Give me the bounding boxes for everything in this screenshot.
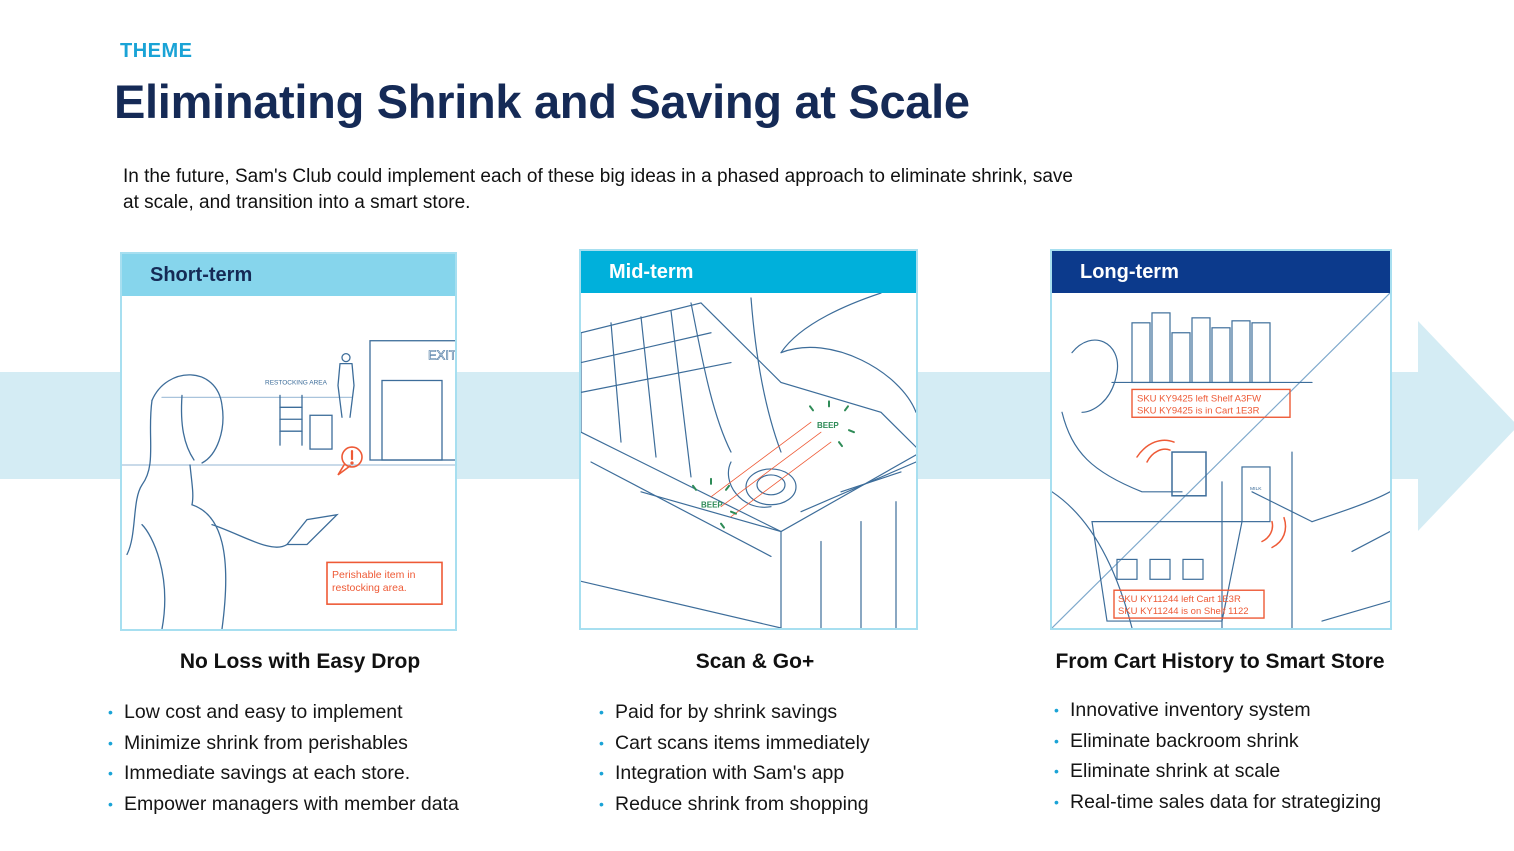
short-term-illustration: EXIT RESTOCKING AREA Perishable item in … [122, 296, 455, 629]
list-item: •Integration with Sam's app [599, 758, 870, 789]
sku-tag-top [1131, 388, 1291, 418]
shopping-cart-sketch [581, 302, 916, 628]
mid-term-title: Scan & Go+ [695, 650, 815, 673]
store-backdrop-sketch [122, 340, 455, 466]
bullet-dot-icon: • [108, 704, 113, 720]
bullet-dot-icon: • [108, 795, 113, 812]
bullet-dot-icon: • [1054, 702, 1059, 718]
list-item: •Empower managers with member data [108, 789, 459, 820]
short-term-panel: Short-term EXIT RESTOCKING AREA [120, 252, 457, 631]
bullet-dot-icon: • [108, 765, 113, 781]
long-term-panel: Long-term [1050, 249, 1392, 630]
sku-tag-bottom [1113, 589, 1265, 619]
mid-term-panel: Mid-term [579, 249, 918, 630]
bullet-dot-icon: • [599, 765, 604, 781]
store-aisle-sketch [1221, 451, 1390, 628]
long-term-header: Long-term [1052, 251, 1390, 293]
short-term-header: Short-term [122, 254, 455, 296]
exclamation-bubble-icon [337, 446, 363, 476]
list-item: •Immediate savings at each store. [108, 758, 459, 789]
short-term-bullets: •Low cost and easy to implement •Minimiz… [108, 697, 459, 819]
short-term-title: No Loss with Easy Drop [179, 650, 421, 673]
list-item: •Innovative inventory system [1054, 695, 1381, 726]
list-item: •Reduce shrink from shopping [599, 789, 870, 820]
bullet-dot-icon: • [1054, 732, 1059, 749]
mid-term-header: Mid-term [581, 251, 916, 293]
bullet-dot-icon: • [1054, 763, 1059, 779]
long-term-title: From Cart History to Smart Store [1055, 650, 1385, 673]
intro-paragraph: In the future, Sam's Club could implemen… [123, 166, 1073, 213]
milk-carton-label: MILK [1250, 486, 1262, 492]
long-term-illustration: SKU KY9425 left Shelf A3FW SKU KY9425 is… [1052, 293, 1390, 628]
mid-term-bullets: •Paid for by shrink savings •Cart scans … [599, 697, 870, 819]
list-item: •Cart scans items immediately [599, 728, 870, 759]
list-item: •Low cost and easy to implement [108, 697, 459, 728]
signal-waves [1136, 439, 1287, 549]
mid-term-illustration: BEEP BEEP [581, 293, 916, 628]
bullet-dot-icon: • [599, 734, 604, 751]
bullet-dot-icon: • [599, 704, 604, 720]
timeline-arrow-head [1418, 321, 1514, 531]
perishable-alert-text: Perishable item in restocking area. [332, 569, 416, 594]
list-item: •Eliminate backroom shrink [1054, 726, 1381, 757]
beep-burst-1 [692, 477, 737, 529]
bullet-dot-icon: • [1054, 793, 1059, 810]
beep-burst-2 [809, 400, 855, 448]
bullet-dot-icon: • [108, 734, 113, 751]
scan-beams [710, 421, 832, 518]
page-title: Eliminating Shrink and Saving at Scale [114, 75, 970, 128]
exit-sign: EXIT [428, 348, 455, 363]
restocking-area-label: RESTOCKING AREA [265, 379, 328, 386]
beep-label-2: BEEP [817, 421, 839, 430]
hand-with-item-sketch [690, 293, 916, 508]
list-item: •Minimize shrink from perishables [108, 728, 459, 759]
list-item: •Eliminate shrink at scale [1054, 756, 1381, 787]
shelf-and-worker-sketch [1052, 293, 1390, 628]
bullet-dot-icon: • [599, 795, 604, 812]
theme-label: THEME [120, 40, 193, 62]
list-item: •Real-time sales data for strategizing [1054, 787, 1381, 818]
beep-label-1: BEEP [701, 501, 723, 510]
sku-tag-bottom-line1: SKU KY11244 left Cart 1E3R [1118, 594, 1241, 605]
perishable-alert-box [326, 561, 443, 605]
manager-figure-sketch [126, 374, 339, 629]
sku-tag-bottom-line2: SKU KY11244 is on Shelf 1122 [1118, 606, 1249, 617]
long-term-bullets: •Innovative inventory system •Eliminate … [1054, 695, 1381, 817]
sku-tag-top-line2: SKU KY9425 is in Cart 1E3R [1137, 405, 1260, 416]
list-item: •Paid for by shrink savings [599, 697, 870, 728]
sku-tag-top-line1: SKU KY9425 left Shelf A3FW [1137, 393, 1261, 404]
